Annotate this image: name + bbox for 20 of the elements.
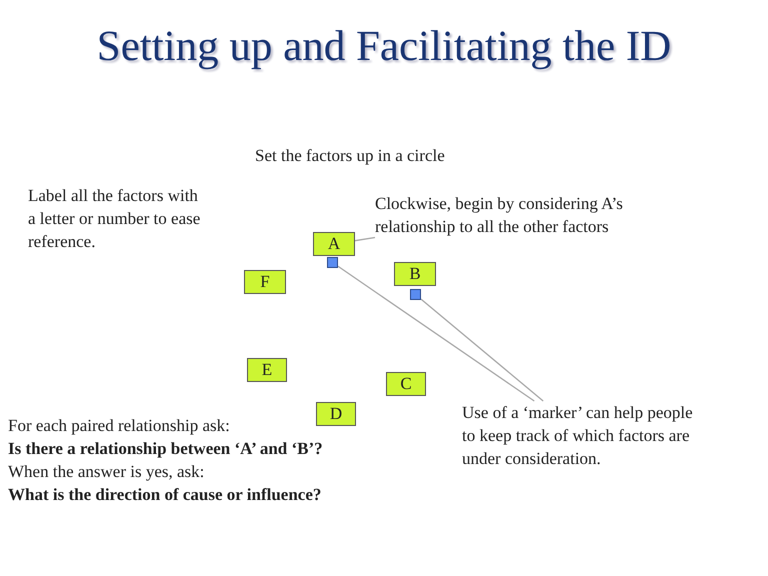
slide-title: Setting up and Facilitating the ID (96, 22, 672, 71)
callout-text: Clockwise, begin by considering A’s relationship to all the other factors (375, 192, 660, 238)
factor-box: F (244, 270, 286, 294)
marker-square (327, 257, 338, 268)
factor-box: B (394, 262, 436, 286)
note-text: When the answer is yes, ask: (8, 461, 206, 483)
factor-box: E (247, 358, 287, 382)
marker-square (410, 289, 421, 300)
note-text: Is there a relationship between ‘A’ and ‘B’? (8, 438, 324, 460)
factor-box: A (313, 232, 355, 256)
leader-line (338, 266, 535, 402)
factor-box: D (316, 402, 356, 426)
leader-line (354, 236, 376, 242)
note-text: Set the factors up in a circle (255, 145, 446, 167)
factor-box: C (386, 372, 426, 396)
note-text: Label all the factors with a letter or number to ease reference. (28, 185, 202, 253)
note-text: What is the direction of cause or influence? (8, 484, 322, 506)
leader-line (420, 298, 544, 402)
callout-text: Use of a ‘marker’ can help people to keep track of which factors are under consideration. (462, 401, 707, 470)
note-text: For each paired relationship ask: (8, 415, 231, 437)
